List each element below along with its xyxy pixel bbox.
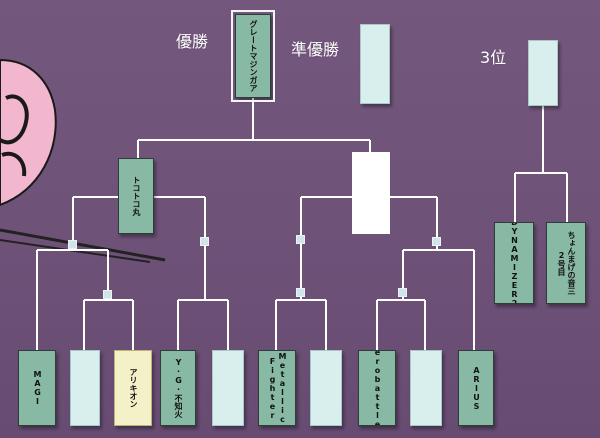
champion-label: 優勝 (176, 32, 209, 51)
entry-slot (212, 350, 244, 426)
entry-slot: MAGI (18, 350, 56, 426)
semifinal-left-slot: トコトコ丸 (118, 158, 154, 234)
junction-marker (68, 240, 77, 249)
third-match-left-name: DYNAMIZER2 (510, 222, 519, 304)
entry-name: Y·G·不知火 (174, 358, 183, 418)
entry-name: Aerobattler (373, 350, 382, 426)
junction-marker (296, 288, 305, 297)
entry-name: ARIUS (472, 365, 481, 411)
junction-marker (296, 235, 305, 244)
entry-slot: Metallic Fighter (258, 350, 296, 426)
entry-name: Metallic Fighter (268, 352, 287, 424)
third-match-right-slot: ちょんまげの音三 2号目 (546, 222, 586, 304)
junction-marker (398, 288, 407, 297)
entry-slot: アリキオン (114, 350, 152, 426)
semifinal-right-slot (352, 152, 390, 234)
junction-marker (103, 290, 112, 299)
entry-slot (310, 350, 342, 426)
junction-marker (432, 237, 441, 246)
junction-marker (200, 237, 209, 246)
third-match-right-name: ちょんまげの音三 2号目 (557, 231, 576, 295)
runner-up-label: 準優勝 (291, 40, 340, 59)
entry-name: アリキオン (129, 368, 138, 408)
entry-slot: Aerobattler (358, 350, 396, 426)
entry-slot: ARIUS (458, 350, 494, 426)
third-match-left-slot: DYNAMIZER2 (494, 222, 534, 304)
runner-up-slot (360, 24, 390, 104)
champion-slot: グレートマジンガア (231, 10, 275, 102)
entry-name: MAGI (33, 370, 42, 406)
third-place-label: 3位 (480, 48, 507, 67)
entry-slot (410, 350, 442, 426)
champion-name: グレートマジンガア (249, 20, 258, 92)
third-place-slot (528, 40, 558, 106)
entry-slot: Y·G·不知火 (160, 350, 196, 426)
entry-slot (70, 350, 100, 426)
semifinal-left-name: トコトコ丸 (132, 176, 141, 216)
